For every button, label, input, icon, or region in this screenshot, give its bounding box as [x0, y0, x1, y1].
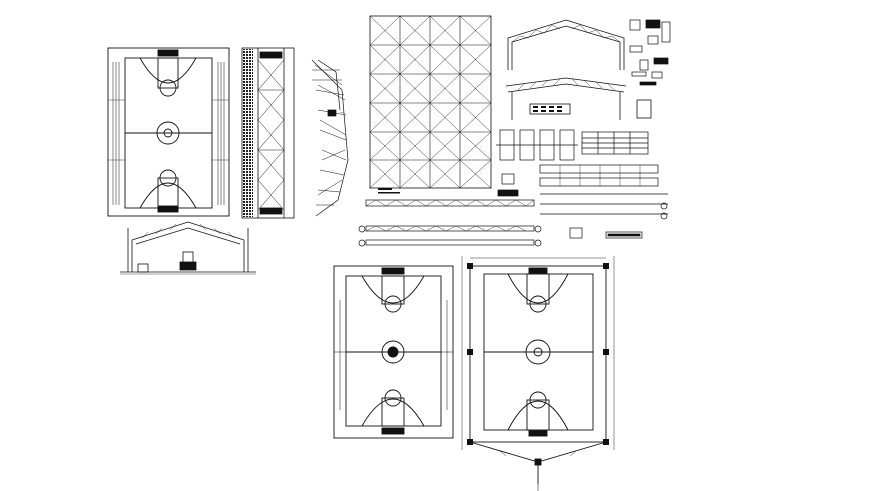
roof-truss-side-view: —: [311, 59, 349, 217]
portal-frame-elevation-top: [507, 19, 625, 70]
long-elevation: [241, 47, 295, 219]
court-plan-center: [333, 265, 454, 439]
purlin-strip-details: [358, 164, 668, 247]
svg-text:—: —: [340, 110, 344, 115]
court-plan-top-left: [107, 47, 230, 217]
cross-section-small: [120, 221, 256, 275]
roof-framing-plan: [369, 15, 492, 194]
court-plan-right: [461, 256, 615, 491]
portal-frame-elevation-lower: [505, 77, 652, 120]
connection-details: [496, 19, 671, 239]
